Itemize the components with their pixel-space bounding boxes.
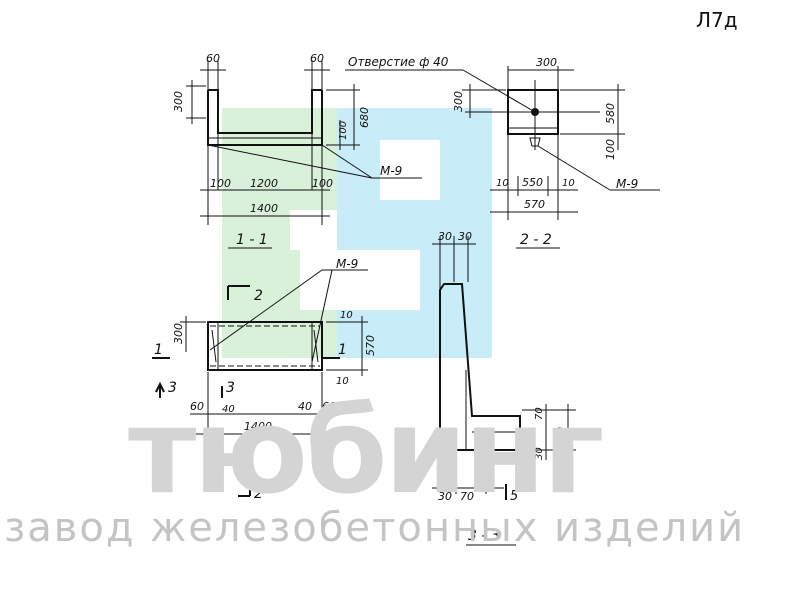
label-section-1-1: 1 - 1 [236,232,268,248]
view-1-1 [186,60,422,249]
dim-1-bottom-mid: 1200 [250,177,278,190]
dim-plan-total: 1400 [244,420,272,433]
dim-3-bottom-a: 30 [438,490,452,503]
section-mark-1-right: 1 [338,342,347,358]
section-mark-2-bottom: 2 [254,486,263,502]
section-mark-5: 5 [510,489,518,504]
dim-2-right-gap: 10 [562,178,575,189]
dim-2-top: 300 [536,56,557,69]
dim-2-mid: 550 [522,176,543,189]
dim-plan-60-right: 60 [322,400,336,413]
section-mark-2-top: 2 [254,288,263,304]
callout-m9-view-2: М-9 [616,177,638,191]
dim-1-bottom-left: 100 [210,177,231,190]
dim-1-left-height: 300 [172,91,185,112]
dim-3-r30: 30 [534,447,545,460]
dim-2-total: 570 [524,198,545,211]
hole-label: Отверстие ф 40 [348,55,449,69]
dim-plan-60-left: 60 [190,400,204,413]
dim-3-r70: 70 [534,407,545,420]
view-3-3 [432,236,576,546]
watermark-logo [222,108,492,358]
dim-1-inner: 100 [338,121,349,140]
dim-2-left: 300 [452,91,465,112]
dim-1-top-right: 60 [310,52,324,65]
dim-1-top-left: 60 [206,52,220,65]
dim-plan-right-h: 570 [364,335,377,356]
dim-plan-bottom-right: 10 [336,376,349,387]
callout-m9-view-1: М-9 [380,164,402,178]
watermark-subtitle: завод железобетонных изделий [4,505,746,551]
dim-1-total: 1400 [250,202,278,215]
dim-1-right-height: 680 [358,107,371,128]
dim-plan-top-right: 10 [340,310,353,321]
dim-plan-40-right: 40 [298,400,312,413]
dim-3-top-a: 30 [438,230,452,243]
section-mark-3-mid: 3 [226,380,235,396]
label-section-3-3: 3 - 3 [468,528,500,544]
plan-view [152,269,368,497]
dim-3-r100: 100 [556,427,567,446]
callout-m9-plan: М-9 [336,257,358,271]
label-section-2-2: 2 - 2 [520,232,552,248]
dim-plan-left-h: 300 [172,323,185,344]
section-mark-1-left: 1 [154,342,163,358]
watermark-brand: тюбинг [128,382,604,520]
dim-2-bottom-right: 100 [604,139,617,160]
dim-2-right: 580 [604,103,617,124]
dim-3-bottom-b: 70 [460,490,474,503]
dim-2-left-gap: 10 [496,178,509,189]
drawing-code: Л7д [696,8,738,32]
dim-plan-40-left: 40 [222,404,235,415]
section-mark-3-left: 3 [168,380,177,396]
dim-1-bottom-right: 100 [312,177,333,190]
view-2-2 [345,66,660,249]
dim-3-top-b: 30 [458,230,472,243]
